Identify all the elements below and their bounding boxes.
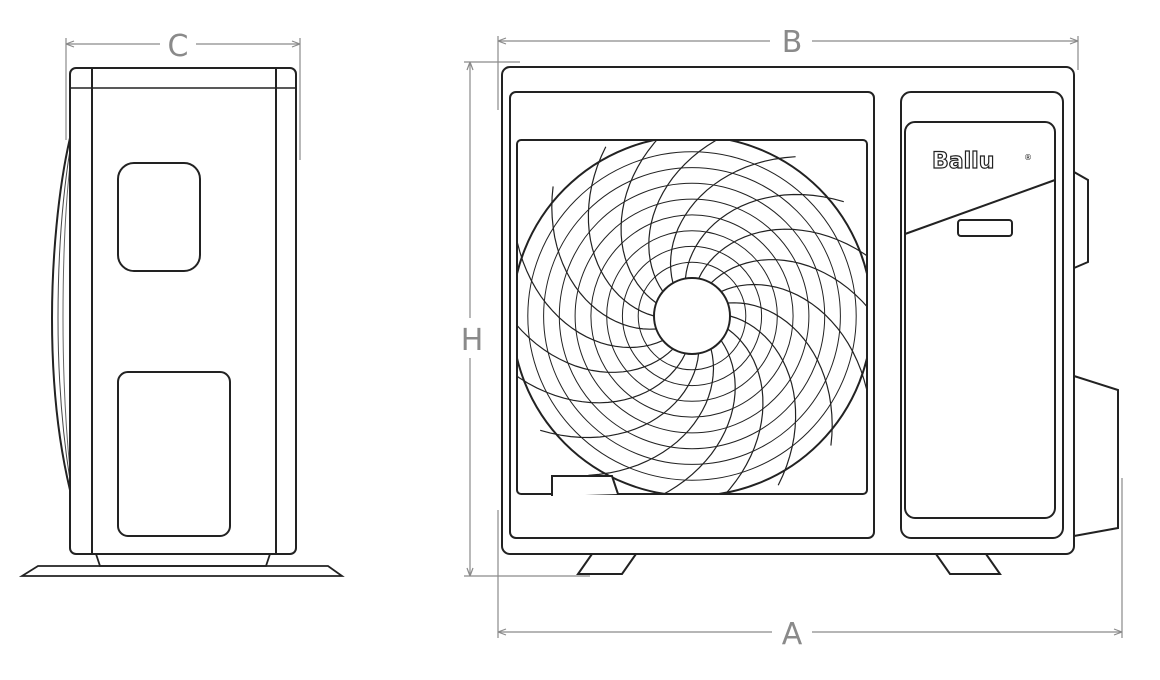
fan-spoke xyxy=(725,328,764,493)
service-cover xyxy=(904,121,1056,519)
side-handle xyxy=(1073,171,1089,269)
fan-spoke xyxy=(664,340,736,493)
side-handle-opening xyxy=(117,162,201,272)
side-fan-bulge xyxy=(50,137,71,491)
dimension-c xyxy=(65,38,301,160)
fan-grille xyxy=(516,139,868,495)
dimension-a-label: A xyxy=(782,617,803,652)
fan-spoke xyxy=(684,193,844,279)
side-body xyxy=(69,67,297,555)
fan-spoke xyxy=(518,325,674,373)
front-foot-left xyxy=(576,553,637,575)
front-view xyxy=(501,66,1119,575)
fan-spoke xyxy=(620,141,657,304)
dimension-a xyxy=(497,478,1123,638)
fan-spoke xyxy=(648,141,717,292)
fan-panel xyxy=(509,91,875,539)
panel-indicator xyxy=(957,219,1013,237)
front-foot-right xyxy=(935,553,1002,575)
fan-ring xyxy=(527,151,857,481)
fan-spoke xyxy=(727,302,833,446)
brand-trademark: ® xyxy=(1024,153,1032,162)
fan-spoke xyxy=(518,353,686,404)
fan-spoke xyxy=(729,315,797,486)
service-panel xyxy=(900,91,1064,539)
side-view xyxy=(18,67,345,577)
fan-spoke xyxy=(518,242,664,349)
fan-spoke xyxy=(540,353,700,439)
fan-ring xyxy=(590,214,794,418)
valve-housing xyxy=(1073,375,1119,537)
fan-spoke xyxy=(669,156,796,284)
dimension-b-label: B xyxy=(782,25,803,60)
fan-spoke xyxy=(588,348,715,476)
side-valve-cover xyxy=(117,371,231,537)
fan xyxy=(518,141,866,493)
fan-spoke xyxy=(720,283,866,390)
dimension-c-label: C xyxy=(168,29,189,64)
fan-hub xyxy=(653,277,731,355)
dimension-h-label: H xyxy=(461,323,484,358)
fan-spoke xyxy=(710,259,866,307)
fan-ring xyxy=(621,245,763,387)
fan-ring xyxy=(574,198,810,434)
fan-spoke xyxy=(587,146,655,317)
fan-ring xyxy=(637,261,747,371)
brand-panel xyxy=(904,179,1056,235)
dimension-h xyxy=(464,61,590,577)
fan-spoke xyxy=(551,186,657,330)
brand-logo: Ballu xyxy=(932,149,994,174)
fan-ring xyxy=(558,182,826,450)
fan-spoke xyxy=(698,228,866,279)
front-body xyxy=(501,66,1075,555)
fan-bottom-notch xyxy=(551,475,619,496)
dimension-b xyxy=(497,36,1079,110)
side-base-plate xyxy=(18,565,345,577)
fan-ring xyxy=(543,167,841,465)
